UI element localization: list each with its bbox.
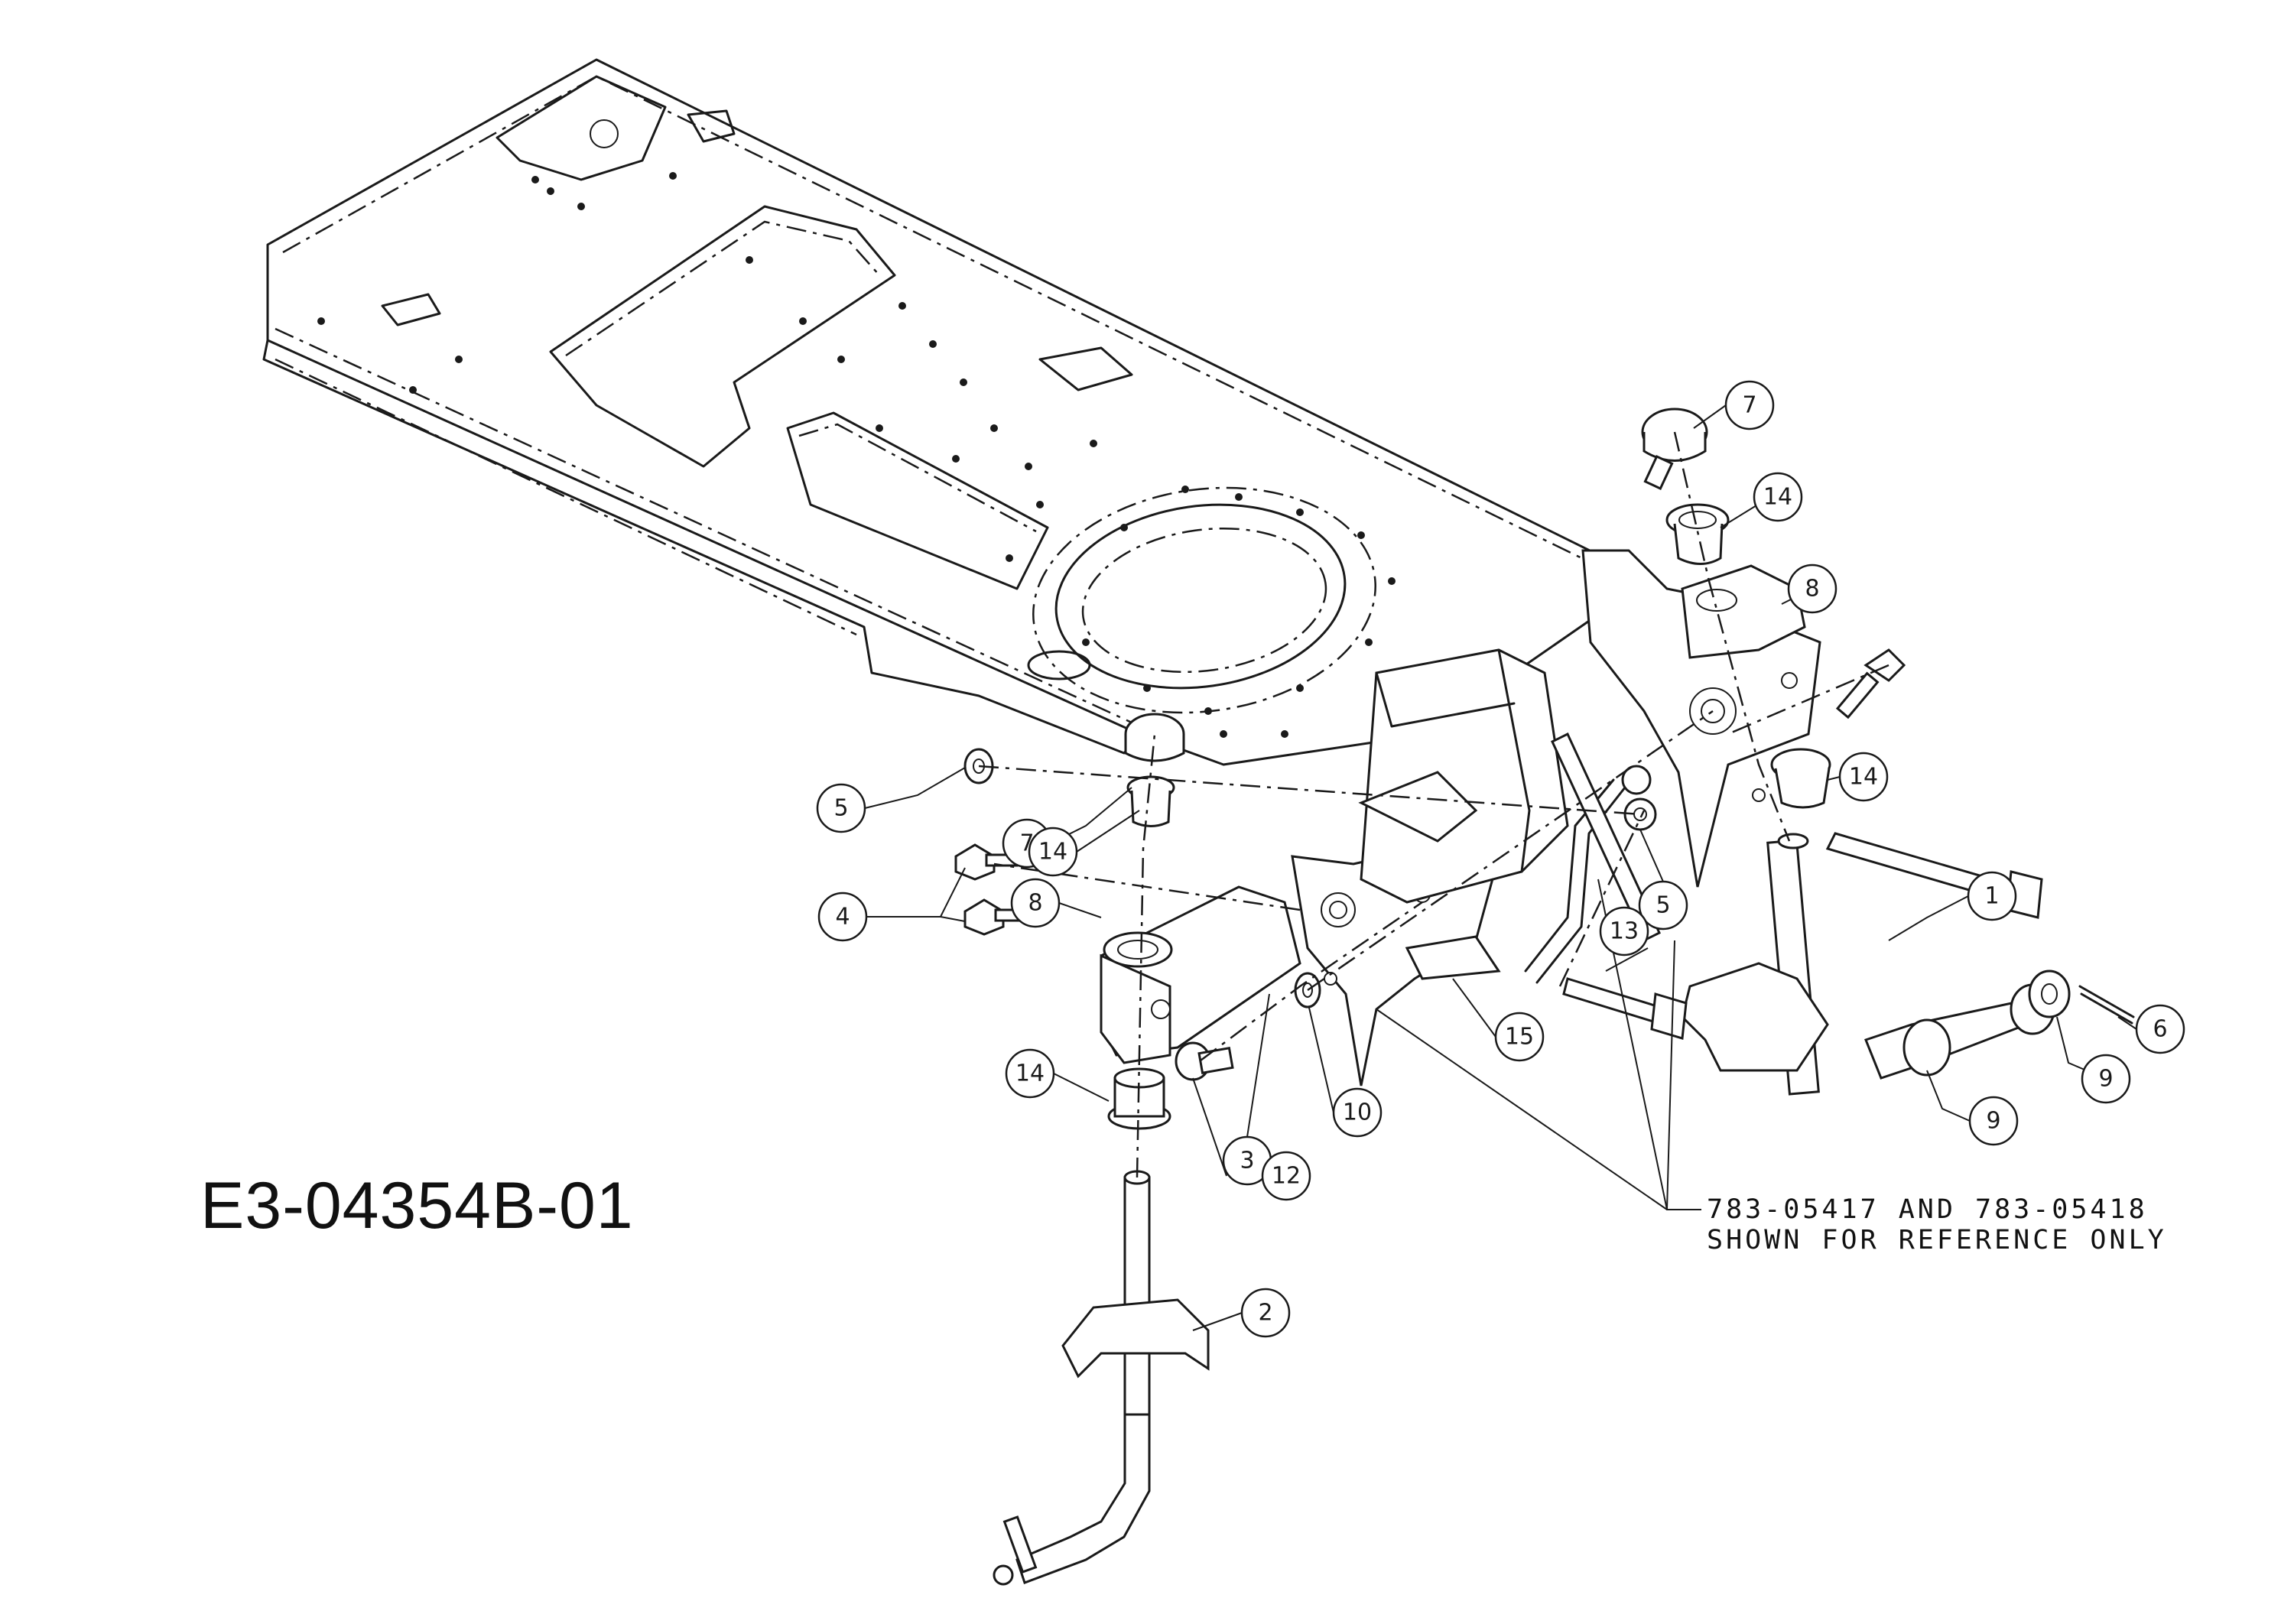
callout-number: 6 — [2153, 1016, 2167, 1043]
bushing-mid-right — [1770, 748, 1831, 809]
callout-2: 2 — [1240, 1288, 1291, 1338]
callout-number: 10 — [1343, 1099, 1372, 1126]
reference-note: 783-05417 AND 783-05418 SHOWN FOR REFERE… — [1707, 1194, 2167, 1255]
long-bolt-center — [1562, 977, 1688, 1040]
callout-number: 9 — [1986, 1108, 2000, 1135]
callout-number: 1 — [1984, 883, 1999, 910]
bolt-12 — [1175, 1041, 1234, 1081]
callout-1: 1 — [1967, 871, 2017, 921]
callout-number: 7 — [1742, 392, 1756, 419]
callout-9-outer: 9 — [2081, 1054, 2131, 1104]
callout-number: 4 — [835, 904, 850, 931]
callout-5-center: 5 — [1638, 880, 1688, 931]
callout-3: 3 — [1222, 1135, 1272, 1186]
callout-number: 14 — [1849, 764, 1878, 791]
callout-6: 6 — [2135, 1004, 2185, 1054]
collar-upper-right — [1681, 564, 1806, 659]
callout-7-right: 7 — [1724, 380, 1775, 430]
callout-number: 14 — [1038, 839, 1067, 866]
callout-8-right: 8 — [1787, 564, 1837, 614]
callout-13: 13 — [1599, 906, 1649, 957]
bracket-15 — [1405, 935, 1501, 980]
center-pivot-block — [1358, 648, 1569, 904]
callout-number: 15 — [1505, 1024, 1534, 1051]
callout-14-left-lower: 14 — [1005, 1048, 1055, 1099]
frame-assembly — [262, 58, 1653, 766]
bushing-upper-right — [1665, 503, 1730, 565]
axle-pivot-bar — [1100, 885, 1301, 1064]
cap-left — [1124, 713, 1185, 762]
callout-4: 4 — [817, 892, 868, 942]
cap-upper-right — [1641, 408, 1708, 490]
callout-9-inner: 9 — [1968, 1096, 2019, 1146]
callout-12: 12 — [1261, 1151, 1311, 1201]
reference-note-line-2: SHOWN FOR REFERENCE ONLY — [1707, 1225, 2167, 1255]
callout-number: 3 — [1240, 1148, 1254, 1174]
exploded-center-lines — [978, 431, 1889, 1178]
left-spindle — [993, 1170, 1210, 1586]
callout-number: 5 — [833, 795, 848, 822]
diagram-id-label: E3-04354B-01 — [200, 1169, 634, 1242]
cotter-pin — [2078, 985, 2135, 1025]
callout-number: 14 — [1763, 484, 1792, 511]
callout-number: 8 — [1028, 890, 1042, 917]
callout-number: 8 — [1805, 576, 1819, 603]
callout-number: 9 — [2098, 1066, 2113, 1093]
callout-10: 10 — [1332, 1087, 1383, 1138]
bushing-left-upper — [1126, 775, 1175, 827]
callout-number: 12 — [1272, 1163, 1301, 1190]
callout-number: 5 — [1656, 892, 1670, 919]
washer-right-outer — [2028, 970, 2071, 1018]
callout-number: 13 — [1610, 918, 1639, 945]
axle-support-bracket-left — [1291, 840, 1500, 1086]
callout-14-upper-right: 14 — [1753, 472, 1803, 522]
callout-14-mid-right: 14 — [1838, 752, 1889, 802]
callout-14-left-upper: 14 — [1028, 827, 1078, 877]
bolts-left — [954, 843, 1028, 936]
reference-note-line-1: 783-05417 AND 783-05418 — [1707, 1194, 2148, 1225]
callout-number: 14 — [1015, 1060, 1045, 1087]
callout-number: 2 — [1258, 1300, 1272, 1327]
callout-15: 15 — [1494, 1012, 1545, 1062]
callout-5-left: 5 — [816, 783, 866, 833]
callout-8-left: 8 — [1010, 878, 1061, 928]
right-spindle — [1681, 833, 2055, 1096]
bolt-upper-right — [1835, 648, 1906, 719]
